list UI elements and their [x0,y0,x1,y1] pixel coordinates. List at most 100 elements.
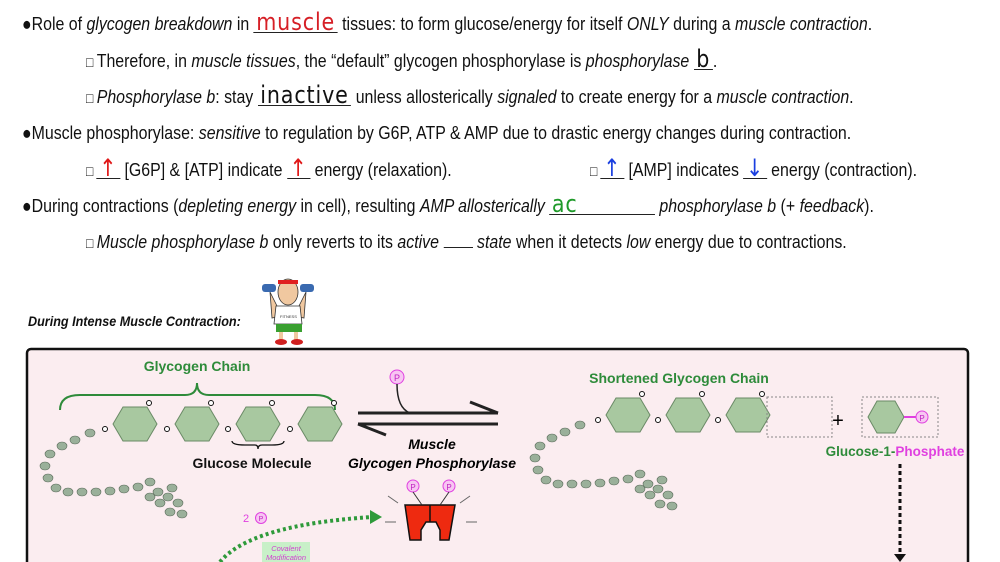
glucose-bead-icon [532,465,544,475]
note-text: state [477,231,512,252]
note-text: [G6P] & [ATP] indicate [120,159,287,180]
oxygen-atom-icon [164,426,170,432]
glucose-hexagon-icon [174,406,220,442]
note-text: active [397,231,439,252]
glucose-bead-icon [529,453,541,463]
note-text: ONLY [626,13,669,34]
glucose-bead-icon [76,487,88,497]
diagram-frame [25,347,970,562]
glucose-1-phosphate-label: Glucose-1-Phosphate [826,444,965,459]
handwritten-answer: ↑ [96,156,121,180]
note-line: ●Role of glycogen breakdown in muscle ti… [22,10,873,36]
glucose-bead-icon [176,509,188,519]
glucose-bead-icon [634,469,646,479]
phosphate-label: P [446,483,451,492]
glucose-bead-icon [566,479,578,489]
note-text: [AMP] indicates [624,159,744,180]
glucose-bead-icon [154,498,166,508]
oxygen-atom-icon [102,426,108,432]
note-text: to regulation by G6P, ATP & AMP due to d… [260,122,852,143]
note-text: tissues: to form glucose/energy for itse… [337,13,627,34]
phosphate-label: P [259,516,264,523]
glucose-bead-icon [144,492,156,502]
note-line: □Therefore, in muscle tissues, the “defa… [86,47,717,74]
glucose-bead-icon [662,490,674,500]
oxygen-atom-icon [208,400,214,406]
handwritten-answer: inactive [257,83,352,107]
glucose-hexagon-icon [725,397,771,433]
note-line: ●During contractions (depleting energy i… [22,192,874,218]
handwritten-answer: b [693,47,713,71]
phosphate-icon [255,512,267,524]
oxygen-atom-icon [655,417,661,423]
glycogen-chain-label: Glycogen Chain [144,358,251,374]
note-text: , the “default” glycogen phosphorylase i… [295,50,586,71]
glucose-hexagon-icon [112,406,158,442]
glucose-bead-icon [152,487,164,497]
note-line: □Muscle phosphorylase b only reverts to … [86,230,847,255]
note-text: in [232,13,254,34]
weightlifter-cartoon-icon: FITNESS [262,278,314,345]
glucose-bead-icon [90,487,102,497]
glucose-bead-icon [574,420,586,430]
note-text: muscle tissues [191,50,296,71]
glucose-bead-icon [594,478,606,488]
glucose-bead-icon [50,483,62,493]
diagram-caption: During Intense Muscle Contraction: [28,313,241,329]
note-text: phosphorylase [585,50,690,71]
note-text: signaled [497,86,557,107]
bullet-icon: ● [22,122,32,143]
covalent-label: Covalent [271,544,302,553]
glucose-bead-icon [56,441,68,451]
glucose-bead-icon [559,427,571,437]
glucose-bead-icon [132,482,144,492]
oxygen-atom-icon [639,391,645,397]
glucose-bead-icon [644,490,656,500]
handwritten-answer: ac [549,192,655,216]
oxygen-atom-icon [595,417,601,423]
glucose-bead-icon [39,461,51,471]
equilibrium-arrows-icon: P [357,369,499,437]
note-line: ●Muscle phosphorylase: sensitive to regu… [22,121,851,145]
glucose-hexagon-icon [235,406,281,442]
enzyme-label-line2: Glycogen Phosphorylase [348,455,516,471]
note-text: energy due to contractions. [650,231,847,252]
note-text: Muscle phosphorylase b [96,231,269,252]
glucose-molecule-label: Glucose Molecule [192,455,311,471]
glucose-hexagon-icon [297,406,343,442]
glucose-bead-icon [546,433,558,443]
phosphate-label: P [410,483,415,492]
glucose-bead-icon [608,476,620,486]
note-text: AMP allosterically [419,195,545,216]
glucose-bead-icon [118,484,130,494]
note-line: □Phosphorylase b: stay inactive unless a… [86,83,854,110]
glucose-bead-icon [622,474,634,484]
note-text: energy (relaxation). [310,159,452,180]
note-text: glycogen breakdown [86,13,233,34]
phosphate-icon [915,410,929,424]
glucose-hexagons [102,400,343,442]
note-text: . [867,13,873,34]
glucose-brace [231,440,285,450]
two-phosphate-label: 2 [243,513,249,525]
covalent-modification-box [262,542,310,562]
note-text: (+ [776,195,800,216]
note-text: depleting energy [178,195,297,216]
glucose-hexagon-icon [665,397,711,433]
glucose-bead-icon [580,479,592,489]
modification-label: Modification [266,553,306,562]
glucose-bead-icon [62,487,74,497]
oxygen-atom-icon [759,391,765,397]
active-phosphorylase-a-icon: P P [385,479,477,541]
glucose-bead-icon [634,484,646,494]
note-line: □↑ [G6P] & [ATP] indicate ↑ energy (rela… [86,156,452,183]
glucose-bead-icon [44,449,56,459]
covalent-modification-arrow [218,515,373,562]
checkbox-bullet-icon: □ [86,163,94,179]
handwritten-answer: muscle [253,10,338,34]
checkbox-bullet-icon: □ [86,54,94,70]
note-text: Phosphorylase b [96,86,216,107]
note-text: muscle contraction [716,86,850,107]
note-text: Muscle phosphorylase: [31,122,199,143]
glucose-bead-icon [552,479,564,489]
